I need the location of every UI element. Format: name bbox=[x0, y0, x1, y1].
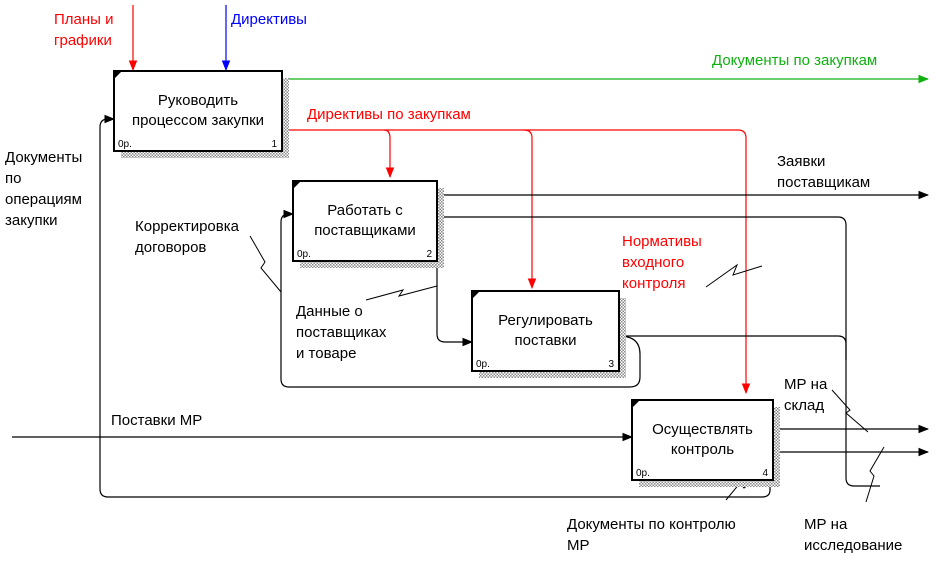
label-purchase-docs: Документы по закупкам bbox=[712, 52, 877, 69]
box-title-line: поставки bbox=[515, 332, 577, 349]
arrow-b3-loop bbox=[619, 335, 847, 360]
box-number: 4 bbox=[762, 468, 768, 479]
box-title-line: Работать с bbox=[327, 202, 403, 219]
box-tag: 0р. bbox=[476, 359, 490, 370]
arrow-directives-to-b3 bbox=[523, 129, 537, 290]
label-purchase-directives: Директивы по закупкам bbox=[307, 106, 471, 123]
box-number: 1 bbox=[271, 139, 277, 150]
box-title-line: поставщиками bbox=[314, 222, 416, 239]
box-corner-mark bbox=[293, 181, 301, 189]
label-directives: Директивы bbox=[231, 11, 307, 28]
box-corner-mark bbox=[632, 400, 640, 408]
activity-box-4[interactable]: Осуществлять контроль 0р. 4 bbox=[631, 399, 780, 487]
box-number: 3 bbox=[608, 359, 614, 370]
arrow-operation-docs bbox=[99, 114, 771, 498]
box-corner-mark bbox=[472, 291, 480, 299]
squiggle-incoming-norms bbox=[705, 263, 763, 288]
activity-box-3[interactable]: Регулировать поставки 0р. 3 bbox=[471, 290, 626, 378]
squiggle-contract-corrections bbox=[249, 235, 282, 293]
box-title-line: Руководить bbox=[158, 92, 238, 109]
box-corner-mark bbox=[114, 71, 122, 79]
squiggle-mr-warehouse bbox=[831, 389, 869, 433]
arrow-contract-corrections bbox=[280, 209, 641, 388]
box-frame bbox=[631, 399, 774, 481]
squiggle-supplier-data bbox=[365, 285, 438, 301]
box-title-line: контроль bbox=[671, 441, 734, 458]
box-title-line: Регулировать bbox=[498, 312, 593, 329]
box-tag: 0р. bbox=[636, 468, 650, 479]
box-frame bbox=[292, 180, 438, 262]
box-frame bbox=[113, 70, 283, 152]
box-frame bbox=[471, 290, 620, 372]
squiggle-mr-research bbox=[865, 446, 885, 503]
arrow-purchase-directives bbox=[282, 129, 751, 395]
box-title-line: Осуществлять bbox=[652, 421, 753, 438]
box-title-line: процессом закупки bbox=[132, 112, 264, 129]
arrow-directives-to-b2 bbox=[383, 129, 395, 179]
box-tag: 0р. bbox=[297, 249, 311, 260]
box-number: 2 bbox=[426, 249, 432, 260]
arrow-supplier-data bbox=[436, 235, 474, 347]
box-tag: 0р. bbox=[118, 139, 132, 150]
label-mr-supply: Поставки МР bbox=[111, 412, 202, 429]
